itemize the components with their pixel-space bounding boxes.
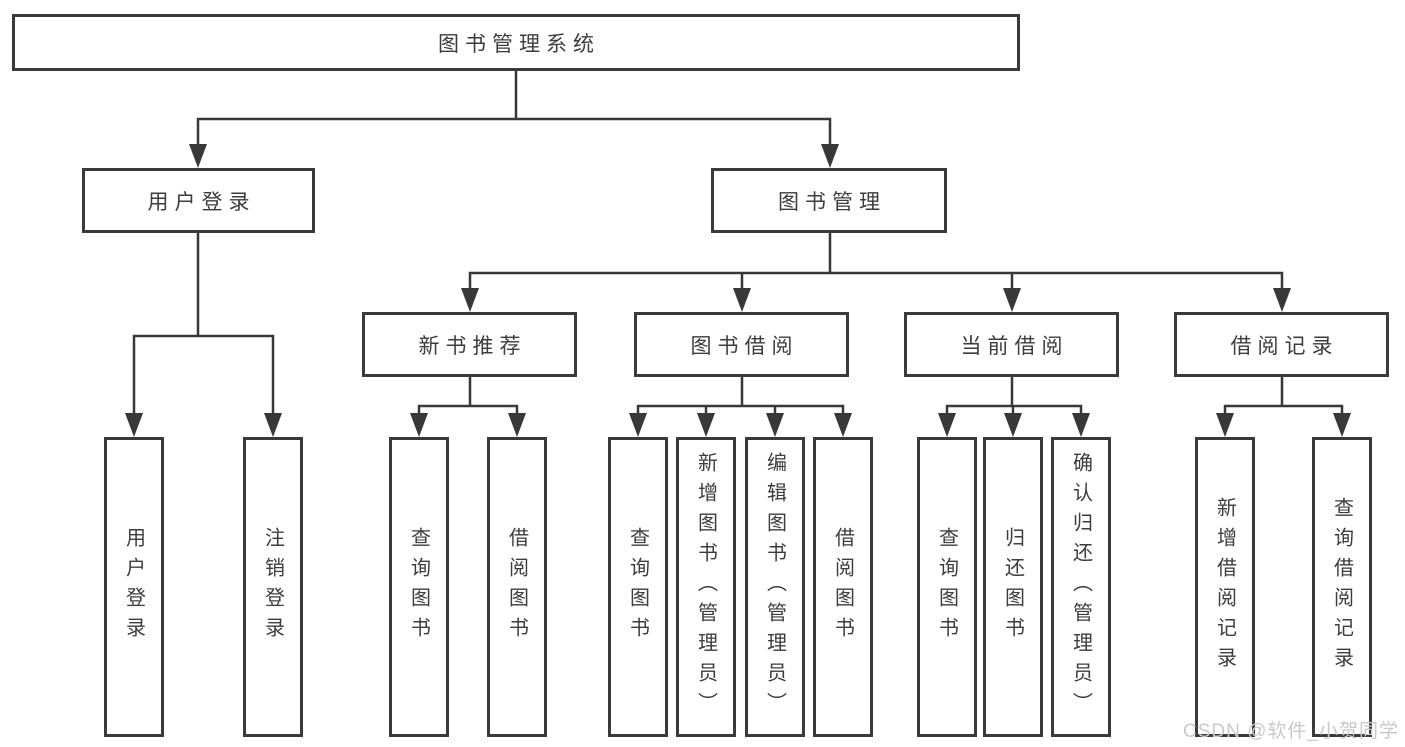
leaf-query-books-recommend: 查询图书 bbox=[389, 437, 449, 737]
leaf-borrow-books-recommend: 借阅图书 bbox=[487, 437, 547, 737]
leaf-add-borrow-record-label: 新增借阅记录 bbox=[1213, 497, 1236, 677]
connector-borrow-records-to-leaves bbox=[1216, 377, 1351, 437]
leaf-user-login-label: 用户登录 bbox=[122, 527, 145, 647]
leaf-add-borrow-record: 新增借阅记录 bbox=[1195, 437, 1255, 737]
leaf-query-books-borrow-label: 查询图书 bbox=[626, 527, 649, 647]
leaf-query-borrow-record: 查询借阅记录 bbox=[1312, 437, 1372, 737]
leaf-add-books-admin-label: 新增图书（管理员） bbox=[694, 452, 717, 722]
connector-root-to-level2 bbox=[189, 70, 839, 168]
leaf-query-books-borrow: 查询图书 bbox=[608, 437, 668, 737]
leaf-query-books-current: 查询图书 bbox=[917, 437, 977, 737]
leaf-edit-books-admin: 编辑图书（管理员） bbox=[745, 437, 805, 737]
leaf-add-books-admin: 新增图书（管理员） bbox=[676, 437, 736, 737]
leaf-query-books-current-label: 查询图书 bbox=[935, 527, 958, 647]
leaf-logout: 注销登录 bbox=[243, 437, 303, 737]
connector-book-mgmt-to-level3 bbox=[461, 232, 1291, 312]
connector-new-book-to-leaves bbox=[410, 377, 526, 437]
leaf-edit-books-admin-label: 编辑图书（管理员） bbox=[763, 452, 786, 722]
node-user-login: 用户登录 bbox=[82, 168, 315, 233]
node-borrowing-records: 借阅记录 bbox=[1174, 312, 1389, 377]
leaf-borrow-books-recommend-label: 借阅图书 bbox=[505, 527, 528, 647]
node-root-system: 图书管理系统 bbox=[12, 14, 1020, 71]
leaf-borrow-books: 借阅图书 bbox=[813, 437, 873, 737]
csdn-watermark: CSDN @软件_小贺同学 bbox=[1183, 721, 1399, 742]
leaf-borrow-books-label: 借阅图书 bbox=[831, 527, 854, 647]
leaf-return-books-label: 归还图书 bbox=[1001, 527, 1024, 647]
leaf-return-books: 归还图书 bbox=[983, 437, 1043, 737]
node-new-book-recommend: 新书推荐 bbox=[362, 312, 577, 377]
connector-user-login-to-leaves bbox=[125, 233, 282, 437]
node-book-borrowing: 图书借阅 bbox=[634, 312, 849, 377]
node-current-borrowing: 当前借阅 bbox=[904, 312, 1119, 377]
node-book-management: 图书管理 bbox=[711, 168, 947, 233]
leaf-user-login: 用户登录 bbox=[104, 437, 164, 737]
leaf-confirm-return-admin-label: 确认归还（管理员） bbox=[1069, 452, 1092, 722]
leaf-query-books-recommend-label: 查询图书 bbox=[407, 527, 430, 647]
leaf-logout-label: 注销登录 bbox=[261, 527, 284, 647]
connector-book-borrow-to-leaves bbox=[629, 377, 852, 437]
connector-current-borrow-to-leaves bbox=[938, 377, 1090, 437]
leaf-confirm-return-admin: 确认归还（管理员） bbox=[1051, 437, 1111, 737]
leaf-query-borrow-record-label: 查询借阅记录 bbox=[1330, 497, 1353, 677]
